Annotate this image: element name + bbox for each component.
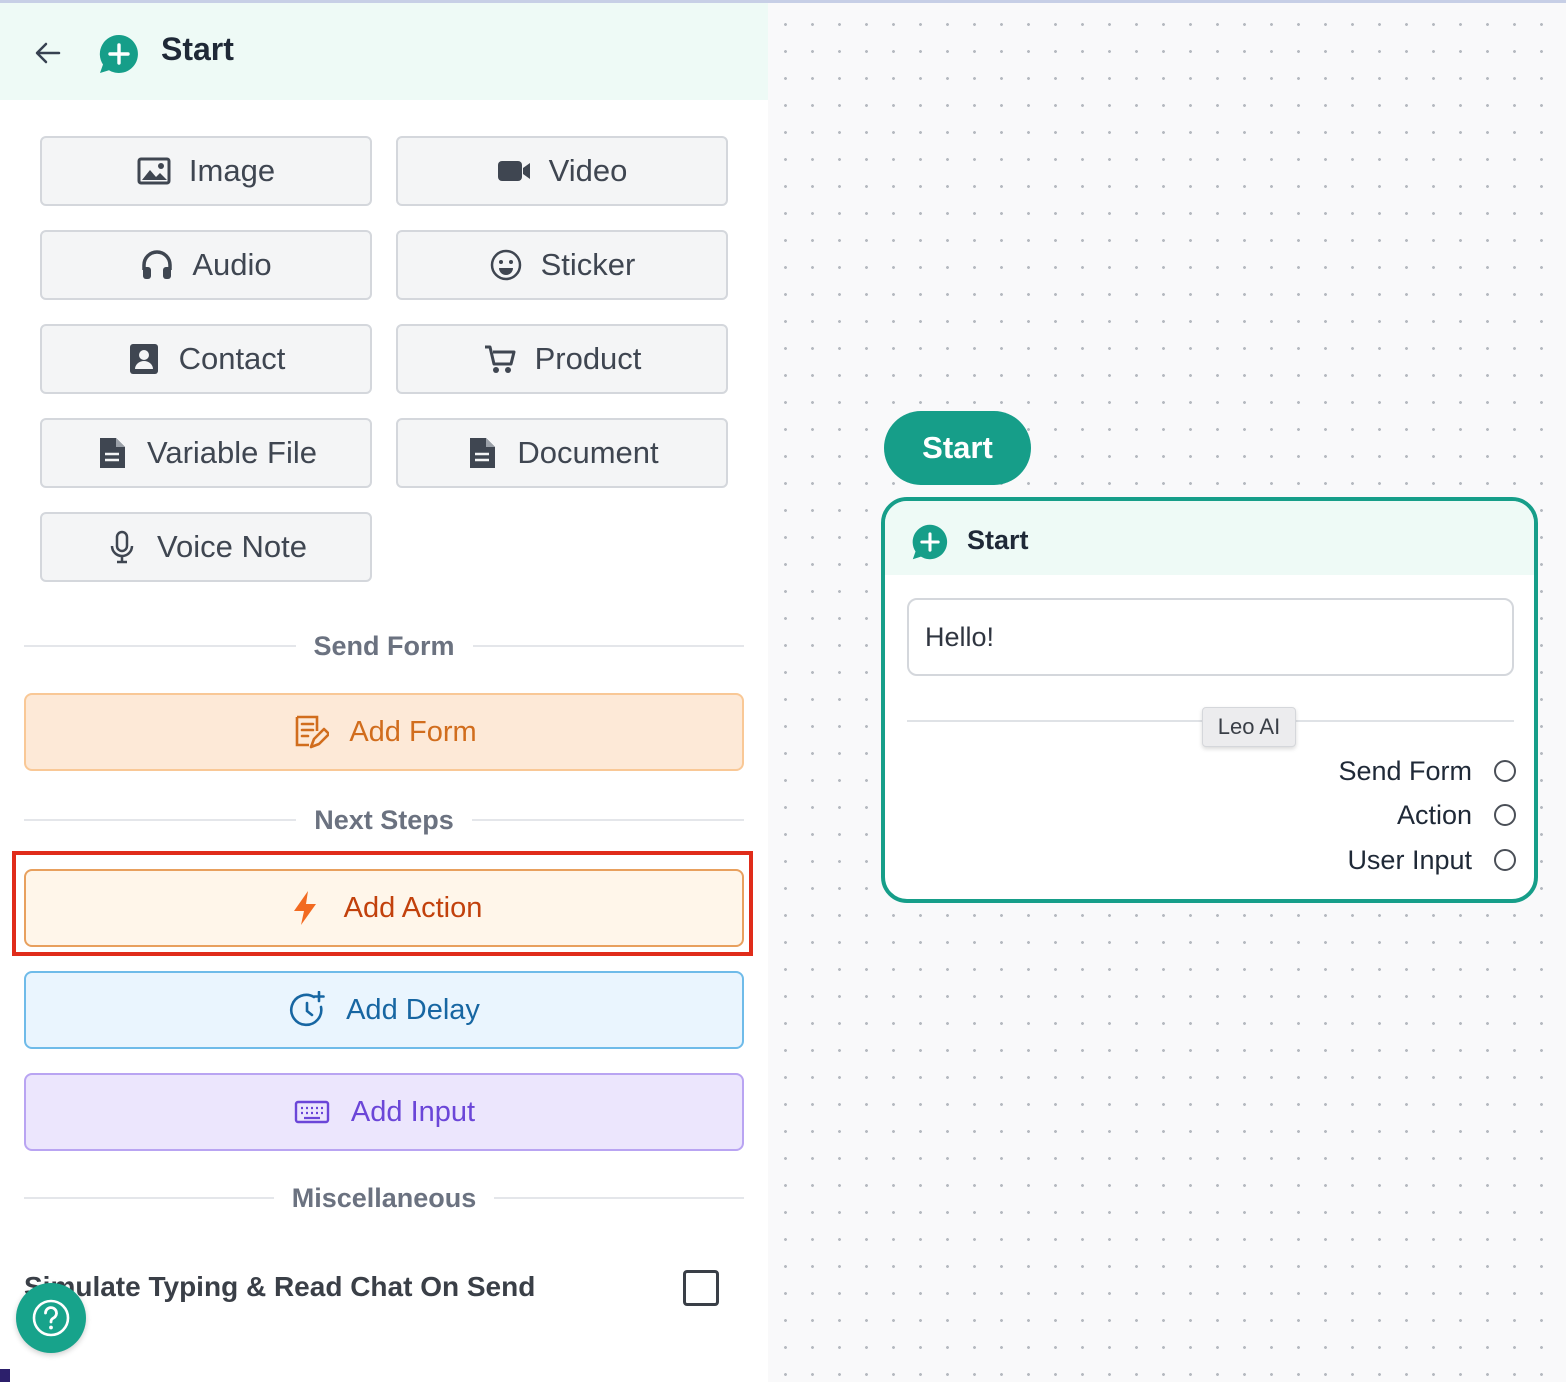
- output-user-input-label: User Input: [1347, 844, 1472, 875]
- add-action-label: Add Action: [343, 891, 483, 924]
- smiley-icon: [490, 249, 521, 281]
- misc-heading: Miscellaneous: [291, 1182, 477, 1213]
- help-button[interactable]: [16, 1283, 86, 1353]
- leo-ai-badge[interactable]: Leo AI: [1202, 707, 1296, 747]
- window-corner: [0, 1369, 10, 1382]
- cart-icon: [484, 345, 516, 373]
- form-edit-icon: [296, 715, 330, 749]
- audio-button[interactable]: Audio: [40, 230, 372, 300]
- file-icon: [470, 438, 496, 468]
- microphone-icon: [110, 530, 134, 564]
- chat-plus-icon: [912, 524, 948, 560]
- file-icon: [99, 438, 125, 468]
- output-send-form-label: Send Form: [1338, 755, 1472, 786]
- contact-card-icon: [129, 344, 158, 374]
- image-icon: [137, 157, 171, 185]
- contact-button[interactable]: Contact: [40, 324, 372, 394]
- clock-plus-icon: [290, 991, 325, 1027]
- lightning-icon: [293, 891, 316, 925]
- add-delay-button[interactable]: Add Delay: [24, 971, 744, 1049]
- voice-note-button-label: Voice Note: [157, 529, 307, 564]
- send-form-divider: Send Form: [24, 628, 745, 664]
- node-title: Start: [967, 525, 1029, 555]
- video-button-label: Video: [548, 153, 628, 188]
- output-send-form: Send Form: [1338, 754, 1516, 788]
- send-form-heading: Send Form: [313, 630, 455, 661]
- product-button-label: Product: [534, 341, 642, 376]
- add-form-button[interactable]: Add Form: [24, 693, 744, 771]
- output-action-label: Action: [1396, 799, 1472, 830]
- top-border: [0, 0, 1566, 3]
- video-icon: [497, 161, 530, 181]
- contact-button-label: Contact: [178, 341, 286, 376]
- add-form-label: Add Form: [349, 715, 477, 748]
- variable-file-button-label: Variable File: [146, 435, 317, 470]
- voice-note-button[interactable]: Voice Note: [40, 512, 372, 582]
- audio-button-label: Audio: [192, 247, 272, 282]
- document-button-label: Document: [517, 435, 659, 470]
- add-action-button[interactable]: Add Action: [24, 869, 744, 947]
- output-send-form-handle[interactable]: [1494, 760, 1516, 782]
- node-editor-panel: Start Image Video Audio Sticker Contact …: [0, 3, 768, 1382]
- question-icon: [32, 1299, 70, 1337]
- message-text-box[interactable]: Hello!: [907, 598, 1514, 676]
- start-node[interactable]: Start Hello! Leo AI Send Form Action Use…: [881, 497, 1538, 903]
- back-button[interactable]: [28, 33, 68, 73]
- output-user-input: User Input: [1347, 843, 1516, 877]
- add-delay-label: Add Delay: [346, 993, 480, 1026]
- headphones-icon: [142, 250, 173, 279]
- panel-header: Start: [0, 3, 768, 100]
- start-trigger-pill[interactable]: Start: [884, 411, 1031, 485]
- image-button-label: Image: [188, 153, 276, 188]
- image-button[interactable]: Image: [40, 136, 372, 206]
- sticker-button-label: Sticker: [540, 247, 636, 282]
- add-input-label: Add Input: [350, 1095, 476, 1128]
- output-action-handle[interactable]: [1494, 804, 1516, 826]
- next-steps-divider: Next Steps: [24, 802, 744, 838]
- document-button[interactable]: Document: [396, 418, 728, 488]
- output-user-input-handle[interactable]: [1494, 849, 1516, 871]
- variable-file-button[interactable]: Variable File: [40, 418, 372, 488]
- panel-title: Start: [161, 31, 234, 67]
- simulate-typing-label: Simulate Typing & Read Chat On Send: [24, 1271, 536, 1302]
- sticker-button[interactable]: Sticker: [396, 230, 728, 300]
- add-input-button[interactable]: Add Input: [24, 1073, 744, 1151]
- chat-plus-icon: [99, 34, 138, 73]
- node-header: Start: [885, 501, 1534, 575]
- keyboard-icon: [294, 1100, 330, 1124]
- product-button[interactable]: Product: [396, 324, 728, 394]
- video-button[interactable]: Video: [396, 136, 728, 206]
- output-action: Action: [1397, 798, 1516, 832]
- simulate-typing-checkbox[interactable]: [683, 1270, 719, 1306]
- arrow-left-icon: [35, 42, 61, 64]
- next-steps-heading: Next Steps: [314, 804, 454, 835]
- misc-divider: Miscellaneous: [24, 1180, 745, 1216]
